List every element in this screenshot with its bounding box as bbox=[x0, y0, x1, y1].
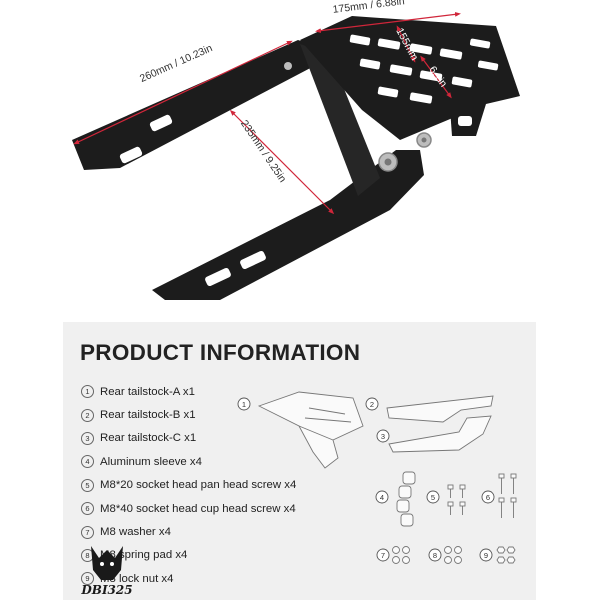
panel-title: PRODUCT INFORMATION bbox=[80, 340, 361, 365]
item-number: 3 bbox=[81, 431, 94, 445]
front-arm bbox=[152, 150, 424, 300]
diagram-label-8: 8 bbox=[433, 551, 437, 560]
product-information-panel: PRODUCT INFORMATION 1 Rear tailstock-A x1… bbox=[63, 322, 536, 600]
list-item: 5 M8*20 socket head pan head screw x4 bbox=[81, 474, 361, 497]
item-text: M8*20 socket head pan head screw x4 bbox=[100, 479, 297, 492]
diagram-label-1: 1 bbox=[242, 400, 246, 409]
diagram-label-2: 2 bbox=[370, 400, 374, 409]
list-item: 7 M8 washer x4 bbox=[81, 520, 361, 543]
product-photo: 260mm / 10.23in 175mm / 6.88in 235mm / 9… bbox=[72, 0, 520, 300]
item-text: Rear tailstock-A x1 bbox=[100, 385, 195, 398]
list-item: 2 Rear tailstock-B x1 bbox=[81, 403, 361, 426]
item-text: M8*40 socket head cup head screw x4 bbox=[100, 502, 296, 515]
list-item: 6 M8*40 socket head cup head screw x4 bbox=[81, 497, 361, 520]
item-text: M8 lock nut x4 bbox=[100, 572, 174, 585]
parts-diagram: 1 2 3 4 5 6 7 8 9 bbox=[237, 391, 517, 564]
list-item: 1 Rear tailstock-A x1 bbox=[81, 380, 361, 403]
item-number: 1 bbox=[81, 385, 94, 399]
diagram-label-6: 6 bbox=[486, 493, 490, 502]
diagram-label-9: 9 bbox=[484, 551, 488, 560]
brand-logo-icon: DBI325 bbox=[80, 546, 133, 597]
item-number: 9 bbox=[81, 572, 94, 586]
diagram-label-5: 5 bbox=[431, 493, 435, 502]
luggage-rack-illustration bbox=[72, 11, 520, 300]
item-text: Rear tailstock-B x1 bbox=[100, 409, 196, 422]
item-text: Aluminum sleeve x4 bbox=[100, 455, 202, 468]
parts-list: 1 Rear tailstock-A x1 2 Rear tailstock-B x… bbox=[81, 380, 361, 591]
item-text: M8 washer x4 bbox=[100, 526, 171, 539]
list-item: 3 Rear tailstock-C x1 bbox=[81, 427, 361, 450]
diagram-label-7: 7 bbox=[381, 551, 385, 560]
item-text: Rear tailstock-C x1 bbox=[100, 432, 197, 445]
item-number: 2 bbox=[81, 408, 94, 422]
list-item: 9 M8 lock nut x4 bbox=[81, 567, 361, 590]
item-number: 6 bbox=[81, 502, 94, 516]
list-item: 4 Aluminum sleeve x4 bbox=[81, 450, 361, 473]
diagram-label-4: 4 bbox=[380, 493, 384, 502]
item-number: 5 bbox=[81, 478, 94, 492]
diagram-label-3: 3 bbox=[381, 432, 385, 441]
item-number: 4 bbox=[81, 455, 94, 469]
brand-logo-text: DBI325 bbox=[80, 583, 132, 597]
item-number: 7 bbox=[81, 525, 94, 539]
